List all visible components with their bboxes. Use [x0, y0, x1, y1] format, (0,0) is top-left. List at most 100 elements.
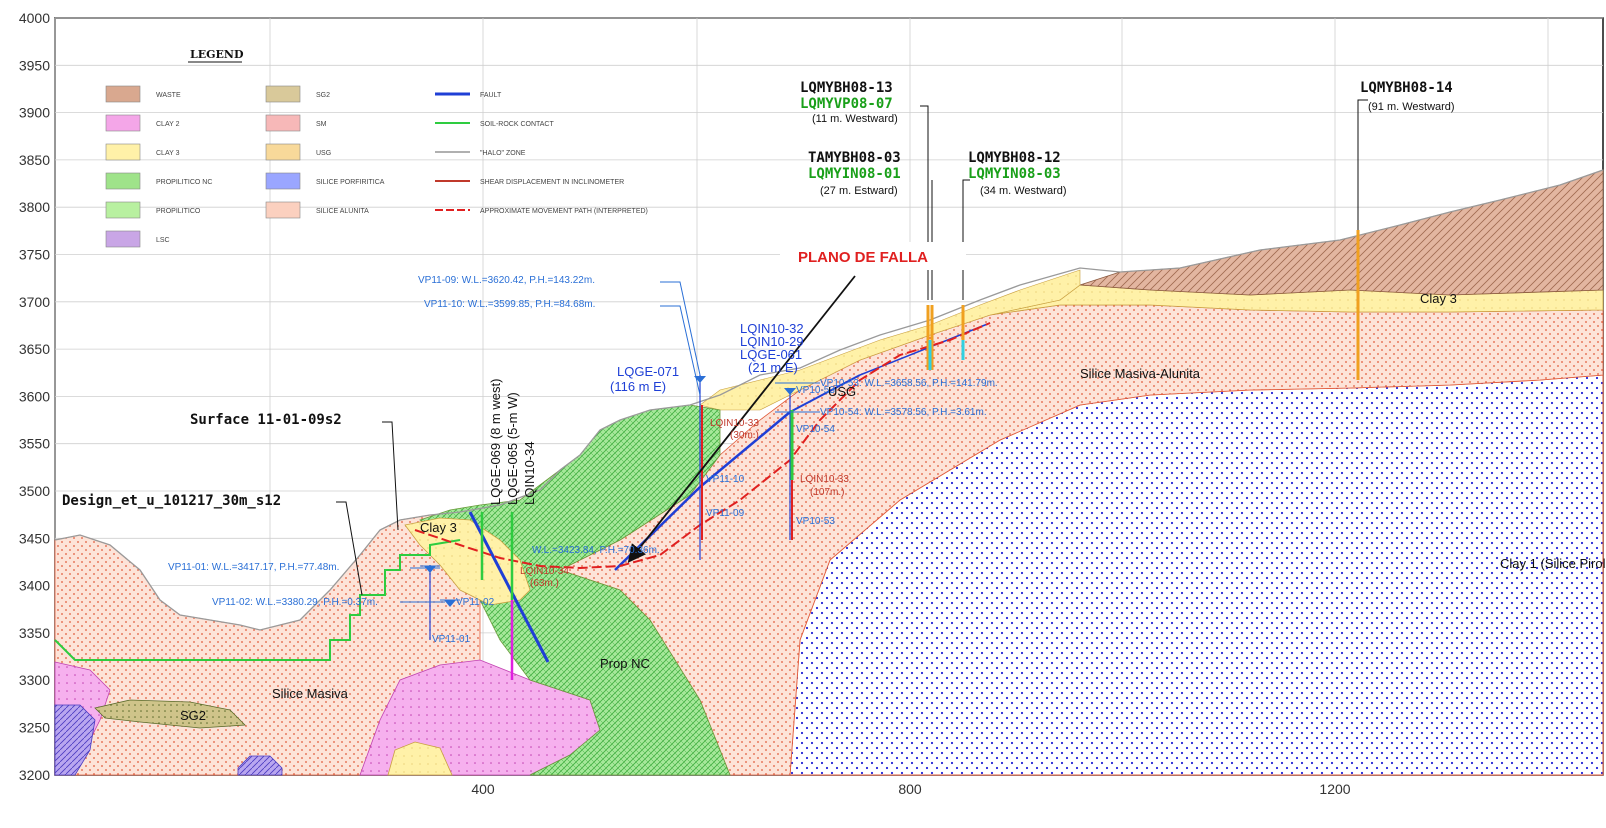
- legend-swatch: [105, 201, 141, 219]
- label-lqin1033b-note: (107m.): [810, 487, 844, 498]
- legend-title: LEGEND: [190, 48, 244, 61]
- rotated-borehole-labels: LQGE-069 (8 m west) LQGE-065 (5-m W) LQI…: [488, 379, 537, 505]
- legend-swatch: [265, 143, 301, 161]
- legend-swatch: [105, 114, 141, 132]
- label-silice-masiva: Silice Masiva: [272, 686, 349, 701]
- halo-surface: [54, 169, 1604, 631]
- legend-label: USG: [316, 150, 331, 157]
- y-tick-label: 3450: [19, 530, 50, 546]
- label-clay1: Clay 1 (Silice Pirol: [1500, 556, 1606, 571]
- legend-line-label: APPROXIMATE MOVEMENT PATH (INTERPRETED): [480, 208, 648, 215]
- label-lqin1033a: LQIN10-33: [710, 418, 759, 429]
- label-clay3-right: Clay 3: [1420, 291, 1457, 306]
- y-tick-label: 3700: [19, 294, 50, 310]
- borehole-labels: LQMYBH08-13 LQMYVP08-07 (11 m. Westward)…: [800, 80, 1455, 197]
- y-tick-label: 3750: [19, 247, 50, 263]
- plano-de-falla-label: PLANO DE FALLA: [798, 249, 928, 266]
- unit-clay3-left: [404, 517, 531, 606]
- x-tick-label: 800: [898, 781, 922, 797]
- station-labels: LQGE-071 (116 m E) LQIN10-32 LQIN10-29 L…: [168, 275, 998, 645]
- legend-swatch: [105, 172, 141, 190]
- bh13-note: (11 m. Westward): [812, 113, 898, 125]
- legend-label: SM: [316, 121, 327, 128]
- y-tick-label: 3950: [19, 57, 50, 73]
- unit-clay3-bottom: [387, 741, 453, 776]
- label-lqge071: LQGE-071: [617, 364, 679, 379]
- unit-lsc-left: [54, 704, 96, 776]
- label-silice-alunita: Silice Masiva-Alunita: [1080, 366, 1201, 381]
- y-tick-label: 3400: [19, 578, 50, 594]
- tag-vp1109: VP11-09: [706, 508, 745, 519]
- geology-layers: [54, 169, 1604, 776]
- label-vp-mid: W.L.=3423.84, P.H.=70.36m.: [532, 545, 660, 556]
- y-tick-label: 3200: [19, 767, 50, 783]
- label-lqin1032: LQIN10-32: [740, 321, 804, 336]
- label-usg: USG: [828, 384, 856, 399]
- legend-swatch: [105, 85, 141, 103]
- legend-line-label: "HALO" ZONE: [480, 150, 526, 157]
- label-lqin1034: LQIN10-34: [522, 441, 537, 505]
- legend-label: WASTE: [156, 92, 181, 99]
- y-axis-ticks: 4000395039003850380037503700365036003550…: [19, 10, 50, 783]
- legend-swatch: [265, 85, 301, 103]
- y-tick-label: 3300: [19, 672, 50, 688]
- label-sg2: SG2: [180, 708, 206, 723]
- legend-swatch: [265, 172, 301, 190]
- label-lqge061: LQGE-061: [740, 347, 802, 362]
- bh12-note: (34 m. Westward): [980, 185, 1067, 197]
- bh-lqmybh0814: LQMYBH08-14: [1360, 80, 1453, 96]
- label-vp1054: VP10-54: W.L.=3578.56, P.H.=3.61m.: [820, 407, 987, 418]
- legend-label: SILICE PORFIRITICA: [316, 179, 385, 186]
- legend-label: PROPILITICO: [156, 208, 201, 215]
- unit-lsc-bottom: [237, 755, 283, 776]
- y-tick-label: 3900: [19, 105, 50, 121]
- y-tick-label: 3500: [19, 483, 50, 499]
- legend-line-label: FAULT: [480, 92, 502, 99]
- legend-line-label: SOIL-ROCK CONTACT: [480, 121, 554, 128]
- bh-lqmybh0813: LQMYBH08-13: [800, 80, 893, 96]
- legend-label: PROPILITICO NC: [156, 179, 212, 186]
- y-tick-label: 3250: [19, 720, 50, 736]
- legend-line-label: SHEAR DISPLACEMENT IN INCLINOMETER: [480, 179, 624, 186]
- legend-swatch: [265, 114, 301, 132]
- label-lqge069: LQGE-069 (8 m west): [488, 379, 503, 505]
- label-vp1053: VP10-53: W.L.=3658.56, P.H.=141.79m.: [820, 378, 998, 389]
- label-design: Design_et_u_101217_30m_s12: [62, 493, 281, 509]
- label-lqin1033b: LQIN10-33: [800, 474, 849, 485]
- y-tick-label: 3850: [19, 152, 50, 168]
- label-clay3-left: Clay 3: [420, 520, 457, 535]
- label-lqin1029: LQIN10-29: [740, 334, 804, 349]
- y-tick-label: 3550: [19, 436, 50, 452]
- falla-label-bg: [780, 242, 966, 270]
- label-vp1102: VP11-02: W.L.=3380.29, P.H.=0.37m.: [212, 597, 378, 608]
- label-lqin1034b-note: (63m.): [530, 578, 559, 589]
- y-tick-label: 3600: [19, 388, 50, 404]
- tag-vp1110: VP11-10: [706, 474, 745, 485]
- x-tick-label: 1200: [1319, 781, 1350, 797]
- legend-swatch: [265, 201, 301, 219]
- legend-label: LSC: [156, 237, 170, 244]
- label-vp1110: VP11-10: W.L.=3599.85, P.H.=84.68m.: [424, 299, 595, 310]
- label-vp1109: VP11-09: W.L.=3620.42, P.H.=143.22m.: [418, 275, 595, 286]
- tag-vp1101: VP11-01: [432, 634, 471, 645]
- tag-vp1102: VP11-02: [456, 597, 495, 608]
- label-vp1101: VP11-01: W.L.=3417.17, P.H.=77.48m.: [168, 562, 339, 573]
- legend-label: SILICE ALUNITA: [316, 208, 369, 215]
- label-lqge061-note: (21 m E): [748, 360, 798, 375]
- y-tick-label: 3650: [19, 341, 50, 357]
- label-lqge071-note: (116 m E): [610, 379, 666, 394]
- y-tick-label: 3350: [19, 625, 50, 641]
- legend-swatch: [105, 230, 141, 248]
- label-surface: Surface 11-01-09s2: [190, 412, 342, 428]
- label-lqin1033a-note: (30m.): [730, 430, 759, 441]
- bh-lqmyin0801: LQMYIN08-01: [808, 166, 901, 182]
- y-tick-label: 4000: [19, 10, 50, 26]
- legend-label: SG2: [316, 92, 330, 99]
- tag-vp1053b: VP10-53: [796, 516, 835, 527]
- label-lqin1034b: LQIN10-34: [520, 566, 569, 577]
- legend-label: CLAY 3: [156, 150, 180, 157]
- legend-swatch: [105, 143, 141, 161]
